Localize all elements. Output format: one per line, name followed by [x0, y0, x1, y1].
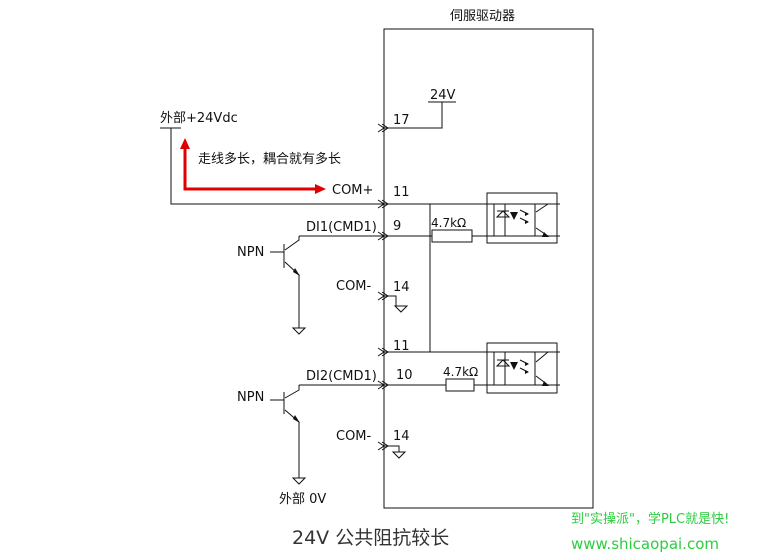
- pin-9: 9: [393, 219, 401, 234]
- drive-title: 伺服驱动器: [450, 9, 515, 24]
- pin-17: 17: [393, 113, 410, 128]
- pin-14-bottom: 14: [393, 429, 410, 444]
- label-com-plus: COM+: [332, 183, 373, 198]
- pin-14-top: 14: [393, 280, 410, 295]
- pin-11-top: 11: [393, 185, 410, 200]
- servo-drive-box: [383, 28, 594, 509]
- label-di2: DI2(CMD1): [306, 369, 377, 384]
- coupling-note: 走线多长，耦合就有多长: [198, 151, 341, 167]
- pin-11-bottom: 11: [393, 339, 410, 354]
- resistor-2: [445, 378, 475, 392]
- label-external-0v: 外部 0V: [279, 492, 326, 507]
- wire-24v: [384, 101, 456, 129]
- optocoupler-1: [486, 192, 558, 244]
- label-external-24vdc: 外部+24Vdc: [160, 111, 238, 126]
- resistor-2-value: 4.7kΩ: [443, 365, 478, 379]
- npn-transistor-2: [270, 385, 307, 485]
- optocoupler-2: [486, 342, 558, 394]
- ground-icon: [393, 305, 409, 313]
- diagram-caption: 24V 公共阻抗较长: [292, 527, 449, 549]
- label-npn-1: NPN: [237, 245, 264, 260]
- arrow-up-icon: [180, 138, 190, 149]
- arrow-right-icon: [315, 184, 326, 194]
- resistor-1-value: 4.7kΩ: [431, 216, 466, 230]
- wire-com-minus-2: [384, 445, 400, 452]
- connector-marks: [377, 123, 389, 451]
- npn-transistor-1: [270, 236, 307, 335]
- pin-10: 10: [396, 368, 413, 383]
- label-npn-2: NPN: [237, 390, 264, 405]
- resistor-1: [431, 229, 473, 243]
- label-com-minus-2: COM-: [336, 429, 372, 444]
- label-com-minus-1: COM-: [336, 279, 372, 294]
- wire-external-24vdc: [160, 127, 384, 205]
- label-di1: DI1(CMD1): [306, 220, 377, 235]
- label-24v: 24V: [430, 88, 456, 103]
- coupling-route-line: [183, 145, 318, 191]
- watermark-url: www.shicaopai.com: [571, 535, 719, 553]
- watermark-slogan: 到"实操派"，学PLC就是快!: [571, 511, 729, 527]
- ground-icon: [391, 451, 407, 459]
